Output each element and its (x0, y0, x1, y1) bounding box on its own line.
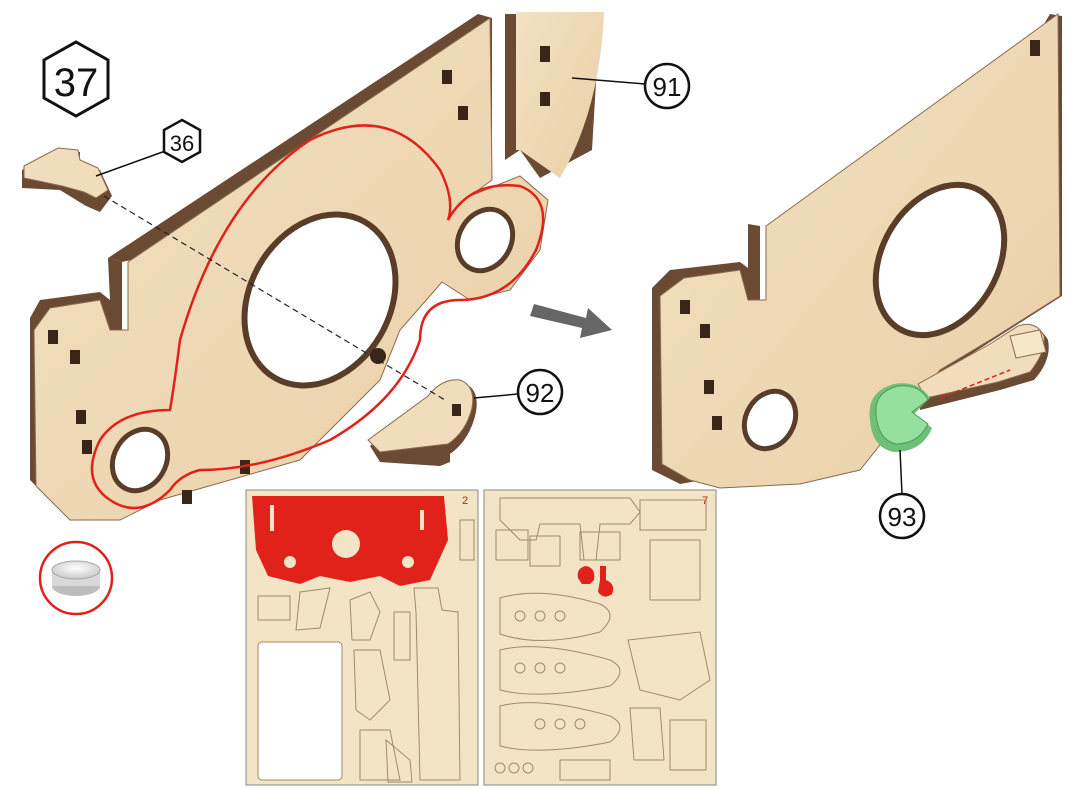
step-number: 37 (54, 61, 99, 105)
sheet-left-number: 2 (462, 495, 468, 507)
part-36-piece (22, 148, 112, 212)
callout-92-label: 92 (526, 378, 555, 408)
sheet-right-number: 7 (702, 495, 708, 507)
sheet-left: 2 (246, 490, 478, 785)
sheet-right: 7 (484, 490, 716, 785)
callout-91-label: 91 (653, 72, 682, 102)
right-assembly (652, 14, 1062, 488)
callout-93-label: 93 (888, 502, 917, 532)
tealight-candle-icon (40, 542, 112, 614)
part-93-connector (870, 383, 933, 452)
right-arrow-icon (530, 304, 612, 338)
part-92-piece (368, 380, 477, 466)
callout-36-label: 36 (170, 131, 194, 156)
callout-36: 36 (96, 120, 200, 176)
step-number-badge: 37 (44, 42, 108, 116)
callout-92: 92 (474, 370, 562, 414)
part-91-panel (505, 12, 604, 178)
callout-93: 93 (880, 450, 924, 538)
